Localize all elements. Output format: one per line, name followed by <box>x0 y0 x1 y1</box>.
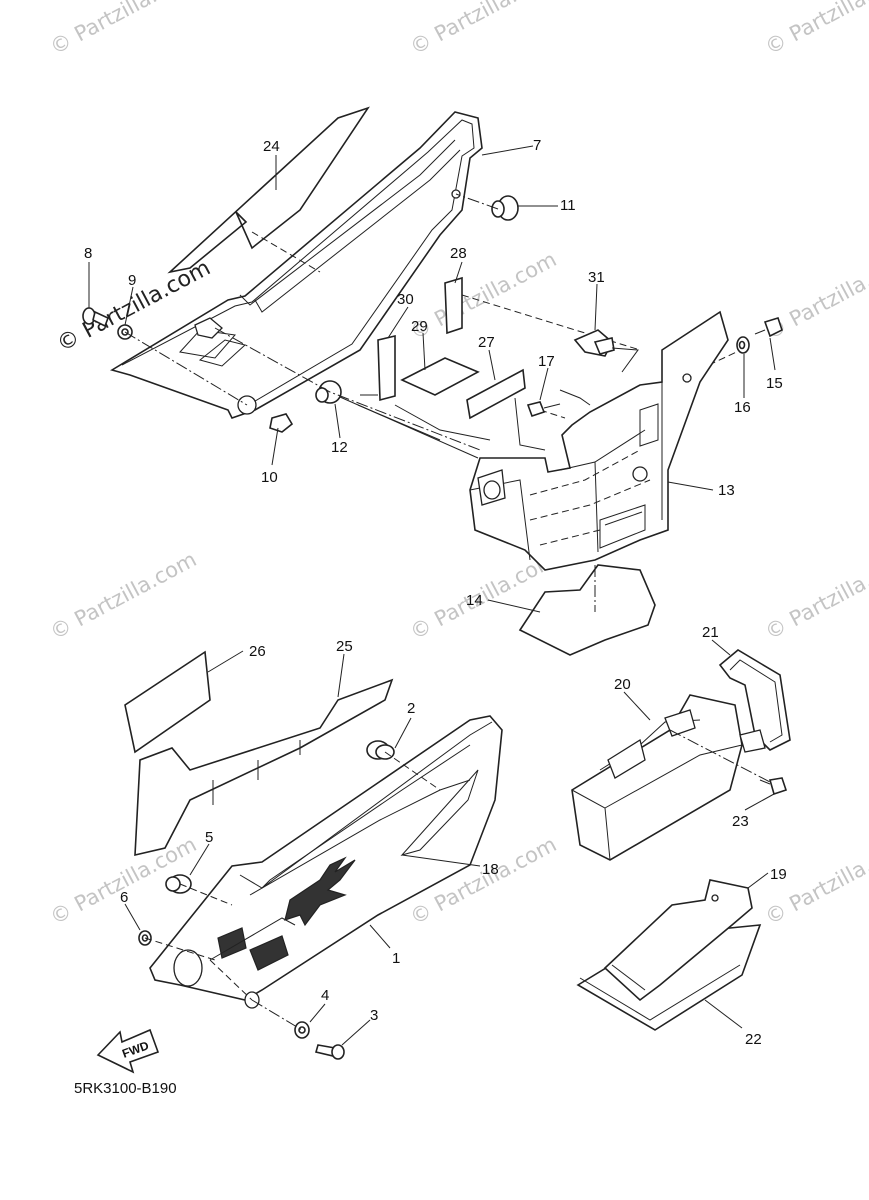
connector-lines-middle <box>357 394 546 451</box>
sheet-25 <box>134 678 394 857</box>
callout-11: 11 <box>560 197 576 214</box>
watermark: © Partzilla.com <box>761 547 869 644</box>
callout-15: 15 <box>766 375 783 392</box>
callout-6: 6 <box>120 889 128 906</box>
leader-lines <box>88 145 776 1046</box>
pad-14 <box>518 564 656 656</box>
tool-bag-19-snap <box>711 894 719 902</box>
callout-19: 19 <box>770 866 787 883</box>
strip-28 <box>444 276 463 335</box>
tool-case-20 <box>571 694 743 861</box>
bolt-23 <box>759 777 788 796</box>
strip-30 <box>377 334 396 402</box>
callout-22: 22 <box>745 1031 762 1048</box>
callout-23: 23 <box>732 813 749 830</box>
callout-7: 7 <box>533 137 541 154</box>
callout-14: 14 <box>466 592 483 609</box>
callout-18: 18 <box>482 861 499 878</box>
sheet-25-tabs <box>212 740 301 805</box>
clip-31 <box>573 329 639 373</box>
callout-17: 17 <box>538 353 555 370</box>
watermark: © Partzilla.com <box>46 547 200 644</box>
bolt-8 <box>82 307 110 328</box>
callouts: 7 11 24 8 9 10 12 13 15 16 17 31 28 30 2… <box>84 137 787 1048</box>
watermark: © Partzilla.com <box>406 0 560 59</box>
callout-12: 12 <box>331 439 348 456</box>
screw-17 <box>526 401 561 418</box>
grommet-2 <box>366 740 395 760</box>
handle-21 <box>718 649 791 753</box>
callout-28: 28 <box>450 245 467 262</box>
screw-3 <box>315 1044 345 1060</box>
callout-4: 4 <box>321 987 329 1004</box>
fwd-arrow-icon: FWD <box>96 1028 160 1074</box>
bolt-15 <box>754 317 783 338</box>
watermark: © Partzilla.com <box>46 0 200 59</box>
connector-lines-lower <box>144 751 441 1031</box>
callout-29: 29 <box>411 318 428 335</box>
callout-21: 21 <box>702 624 719 641</box>
callout-2: 2 <box>407 700 415 717</box>
callout-8: 8 <box>84 245 92 262</box>
sticker-26 <box>124 650 211 754</box>
connector-line <box>669 729 771 783</box>
callout-13: 13 <box>718 482 735 499</box>
callout-20: 20 <box>614 676 631 693</box>
nut-10 <box>269 413 294 433</box>
callout-9: 9 <box>128 272 136 289</box>
battery-box-13 <box>469 310 729 571</box>
dashed-line <box>251 231 321 273</box>
callout-1: 1 <box>392 950 400 967</box>
washer-16 <box>736 336 750 354</box>
pad-22-edge <box>579 964 741 1021</box>
upper-side-cover <box>109 111 483 419</box>
strip-27 <box>466 368 526 420</box>
tool-bag-19-edge <box>611 964 646 991</box>
callout-25: 25 <box>336 638 353 655</box>
callout-27: 27 <box>478 334 495 351</box>
watermark: © Partzilla.com <box>761 0 869 59</box>
callout-5: 5 <box>205 829 213 846</box>
callout-31: 31 <box>588 269 605 286</box>
lower-side-cover-1 <box>149 715 503 1009</box>
callout-10: 10 <box>261 469 278 486</box>
callout-26: 26 <box>249 643 266 660</box>
watermark: © Partzilla.com <box>406 247 560 344</box>
washer-4 <box>294 1021 310 1039</box>
callout-30: 30 <box>397 291 414 308</box>
grommet-5 <box>165 874 192 894</box>
pad-29 <box>400 357 480 396</box>
tool-bag-19 <box>603 879 753 1002</box>
callout-16: 16 <box>734 399 751 416</box>
xt-emblem-18 <box>284 856 356 927</box>
grommet-12 <box>315 380 342 404</box>
callout-24: 24 <box>263 138 280 155</box>
emblem-upper <box>167 106 370 274</box>
diagram-code: 5RK3100-B190 <box>74 1080 177 1097</box>
callout-3: 3 <box>370 1007 378 1024</box>
